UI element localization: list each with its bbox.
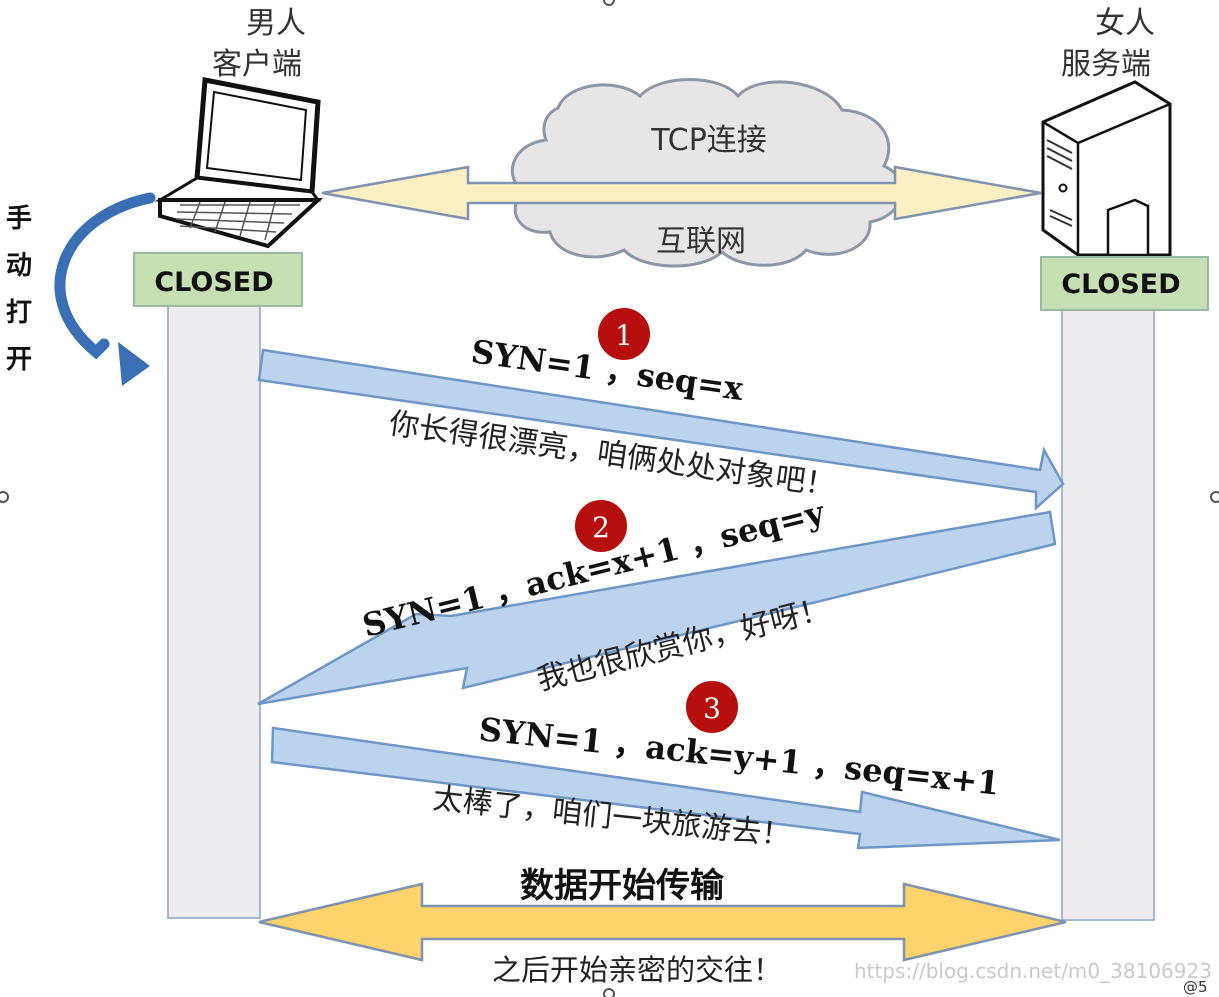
tcp-connection-arrow [321, 165, 1042, 221]
step-1-arrow [257, 348, 1065, 511]
manual-open-curve-arrow [54, 192, 156, 386]
cloud-top-label: TCP连接 [650, 123, 767, 158]
client-state-label: CLOSED [154, 267, 273, 298]
server-state-label: CLOSED [1061, 269, 1180, 300]
client-state-badge: CLOSED [133, 252, 303, 307]
side-label-char-1: 手 [6, 204, 32, 234]
laptop-icon [154, 77, 324, 249]
step-1-badge: 1 [596, 306, 652, 362]
cloud-bottom-label: 互联网 [656, 224, 746, 259]
data-transfer-caption: 之后开始亲密的交往！ [492, 953, 782, 987]
side-label-char-3: 打 [6, 298, 32, 328]
server-role-line1: 女人 [1095, 6, 1155, 41]
step-2-number: 2 [592, 511, 610, 544]
step-3-arrow [270, 726, 1061, 850]
data-transfer-arrow [258, 882, 1067, 962]
server-lifeline [1061, 309, 1155, 921]
client-role-line1: 男人 [246, 6, 306, 41]
side-label-char-4: 开 [6, 345, 32, 375]
side-label-char-2: 动 [6, 251, 32, 281]
step-3-badge: 3 [684, 679, 740, 735]
side-label: 手 动 打 开 [6, 204, 32, 375]
data-transfer-title: 数据开始传输 [520, 866, 725, 906]
client-role-line2: 客户端 [212, 47, 302, 82]
step-1-number: 1 [615, 319, 633, 352]
step-2-arrow [257, 510, 1057, 706]
server-role-line2: 服务端 [1061, 47, 1151, 82]
server-state-badge: CLOSED [1040, 256, 1209, 311]
step-3-number: 3 [703, 692, 721, 725]
watermark: https://blog.csdn.net/m0_38106923 [854, 959, 1212, 983]
client-lifeline [167, 305, 261, 919]
server-icon [1041, 80, 1172, 257]
step-2-badge: 2 [573, 498, 629, 554]
corner-mark: @5 [1183, 978, 1208, 996]
